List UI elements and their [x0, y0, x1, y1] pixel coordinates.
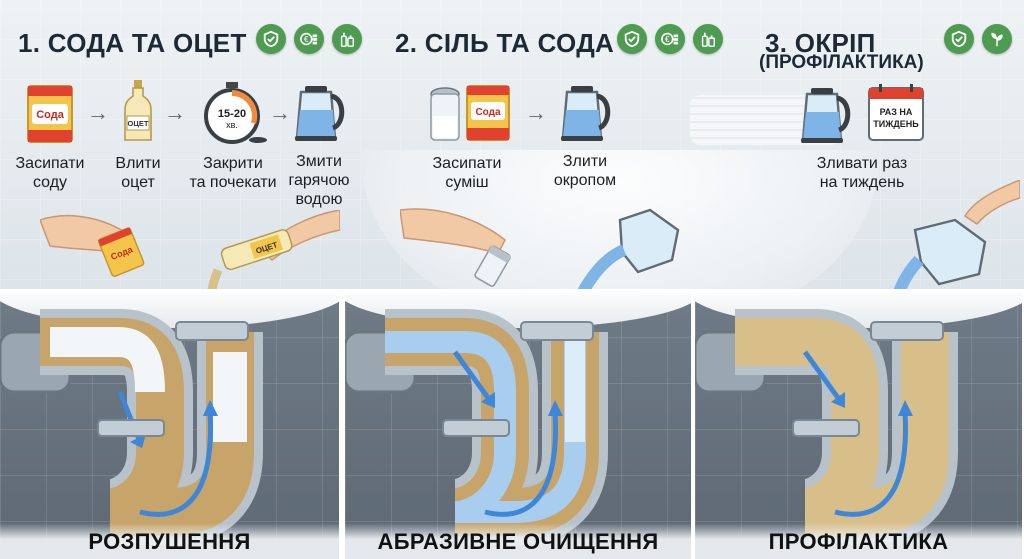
svg-text:хв.: хв.	[226, 120, 238, 130]
euro-coins-icon: €	[655, 24, 685, 54]
shield-check-icon	[256, 24, 286, 54]
kettle-icon	[561, 86, 611, 141]
svg-text:Сода: Сода	[36, 109, 65, 121]
step-label: Зливати раз на тиждень	[816, 155, 908, 191]
arrow-right-icon: →	[87, 100, 109, 125]
step-label: Закрити та почекати	[189, 155, 277, 191]
bottles-icon	[332, 24, 362, 54]
pipe-cross-section-panel: РОЗПУШЕННЯ	[0, 289, 342, 559]
section-subtitle: (ПРОФІЛАКТИКА)	[759, 52, 924, 73]
euro-coins-icon: €	[294, 24, 324, 54]
kettle-icon	[295, 86, 345, 141]
pipe-cross-section-panel: ПРОФІЛАКТИКА	[692, 289, 1024, 559]
leaves-icon	[982, 24, 1012, 54]
kettle-and-calendar-icon: РАЗ НА ТИЖДЕНЬ	[801, 84, 924, 143]
siphon-abrasive-image	[345, 309, 608, 545]
step-pour-mixture: Сода Засипати суміш	[419, 82, 515, 192]
step-pour-soda: Сода Засипати соду	[14, 82, 86, 192]
section-title: 1. СОДА ТА ОЦЕТ	[18, 28, 247, 58]
badge-row: €	[617, 24, 723, 54]
section-boiling-water: 3. ОКРІП (ПРОФІЛАКТИКА) РАЗ НА ТИЖДЕНЬ З…	[692, 0, 1024, 559]
step-label: Злити окропом	[553, 153, 617, 189]
bottles-icon	[693, 24, 723, 54]
step-cover-and-wait: 15-20 хв. Закрити та почекати	[180, 80, 286, 192]
section-salt-soda: 2. СІЛЬ ТА СОДА € Сода Засипати суміш →	[342, 0, 723, 559]
method-result-label: АБРАЗИВНЕ ОЧИЩЕННЯ	[377, 529, 659, 554]
pipe-cross-section-panel: АБРАЗИВНЕ ОЧИЩЕННЯ	[342, 289, 694, 559]
step-pour-weekly: РАЗ НА ТИЖДЕНЬ Зливати раз на тиждень	[787, 82, 937, 192]
vinegar-bottle-icon: ОЦЕТ	[124, 80, 152, 141]
shield-check-icon	[944, 24, 974, 54]
step-label: Змити гарячою водою	[288, 153, 350, 208]
svg-text:ОЦЕТ: ОЦЕТ	[128, 119, 149, 128]
siphon-prevention-image	[695, 309, 958, 545]
step-pour-vinegar: ОЦЕТ Влити оцет	[106, 78, 170, 192]
method-result-label: ПРОФІЛАКТИКА	[768, 529, 949, 554]
hands-pouring-image: Сода ОЦЕТ	[40, 210, 340, 320]
badge-row	[944, 24, 1012, 54]
salt-and-soda-icon: Сода	[430, 85, 510, 141]
soda-box-icon: Сода	[27, 85, 73, 143]
method-result-label: РОЗПУШЕННЯ	[88, 529, 251, 554]
timer-icon: 15-20 хв.	[204, 82, 267, 144]
arrow-right-icon: →	[164, 100, 186, 125]
section-soda-vinegar: 1. СОДА ТА ОЦЕТ € Сода Засипати соду → О…	[0, 0, 362, 559]
step-label: Засипати соду	[15, 155, 85, 191]
siphon-foaming-image	[0, 309, 263, 545]
arrow-right-icon: →	[525, 100, 547, 125]
shield-check-icon	[617, 24, 647, 54]
svg-text:€: €	[304, 35, 309, 44]
step-label: Влити оцет	[115, 155, 161, 191]
section-title: 3. ОКРІП	[765, 28, 876, 58]
svg-text:ТИЖДЕНЬ: ТИЖДЕНЬ	[873, 119, 919, 129]
section-title: 2. СІЛЬ ТА СОДА	[395, 28, 615, 58]
svg-text:Сода: Сода	[475, 107, 501, 118]
step-flush-hot-water: Змити гарячою водою	[282, 80, 356, 209]
svg-text:€: €	[665, 35, 670, 44]
arrow-right-icon: →	[269, 100, 291, 125]
step-label: Засипати суміш	[432, 155, 502, 191]
step-flush-boiling-water: Злити окропом	[545, 80, 625, 190]
svg-text:РАЗ НА: РАЗ НА	[880, 107, 913, 117]
svg-text:15-20: 15-20	[218, 108, 246, 120]
badge-row: €	[256, 24, 362, 54]
